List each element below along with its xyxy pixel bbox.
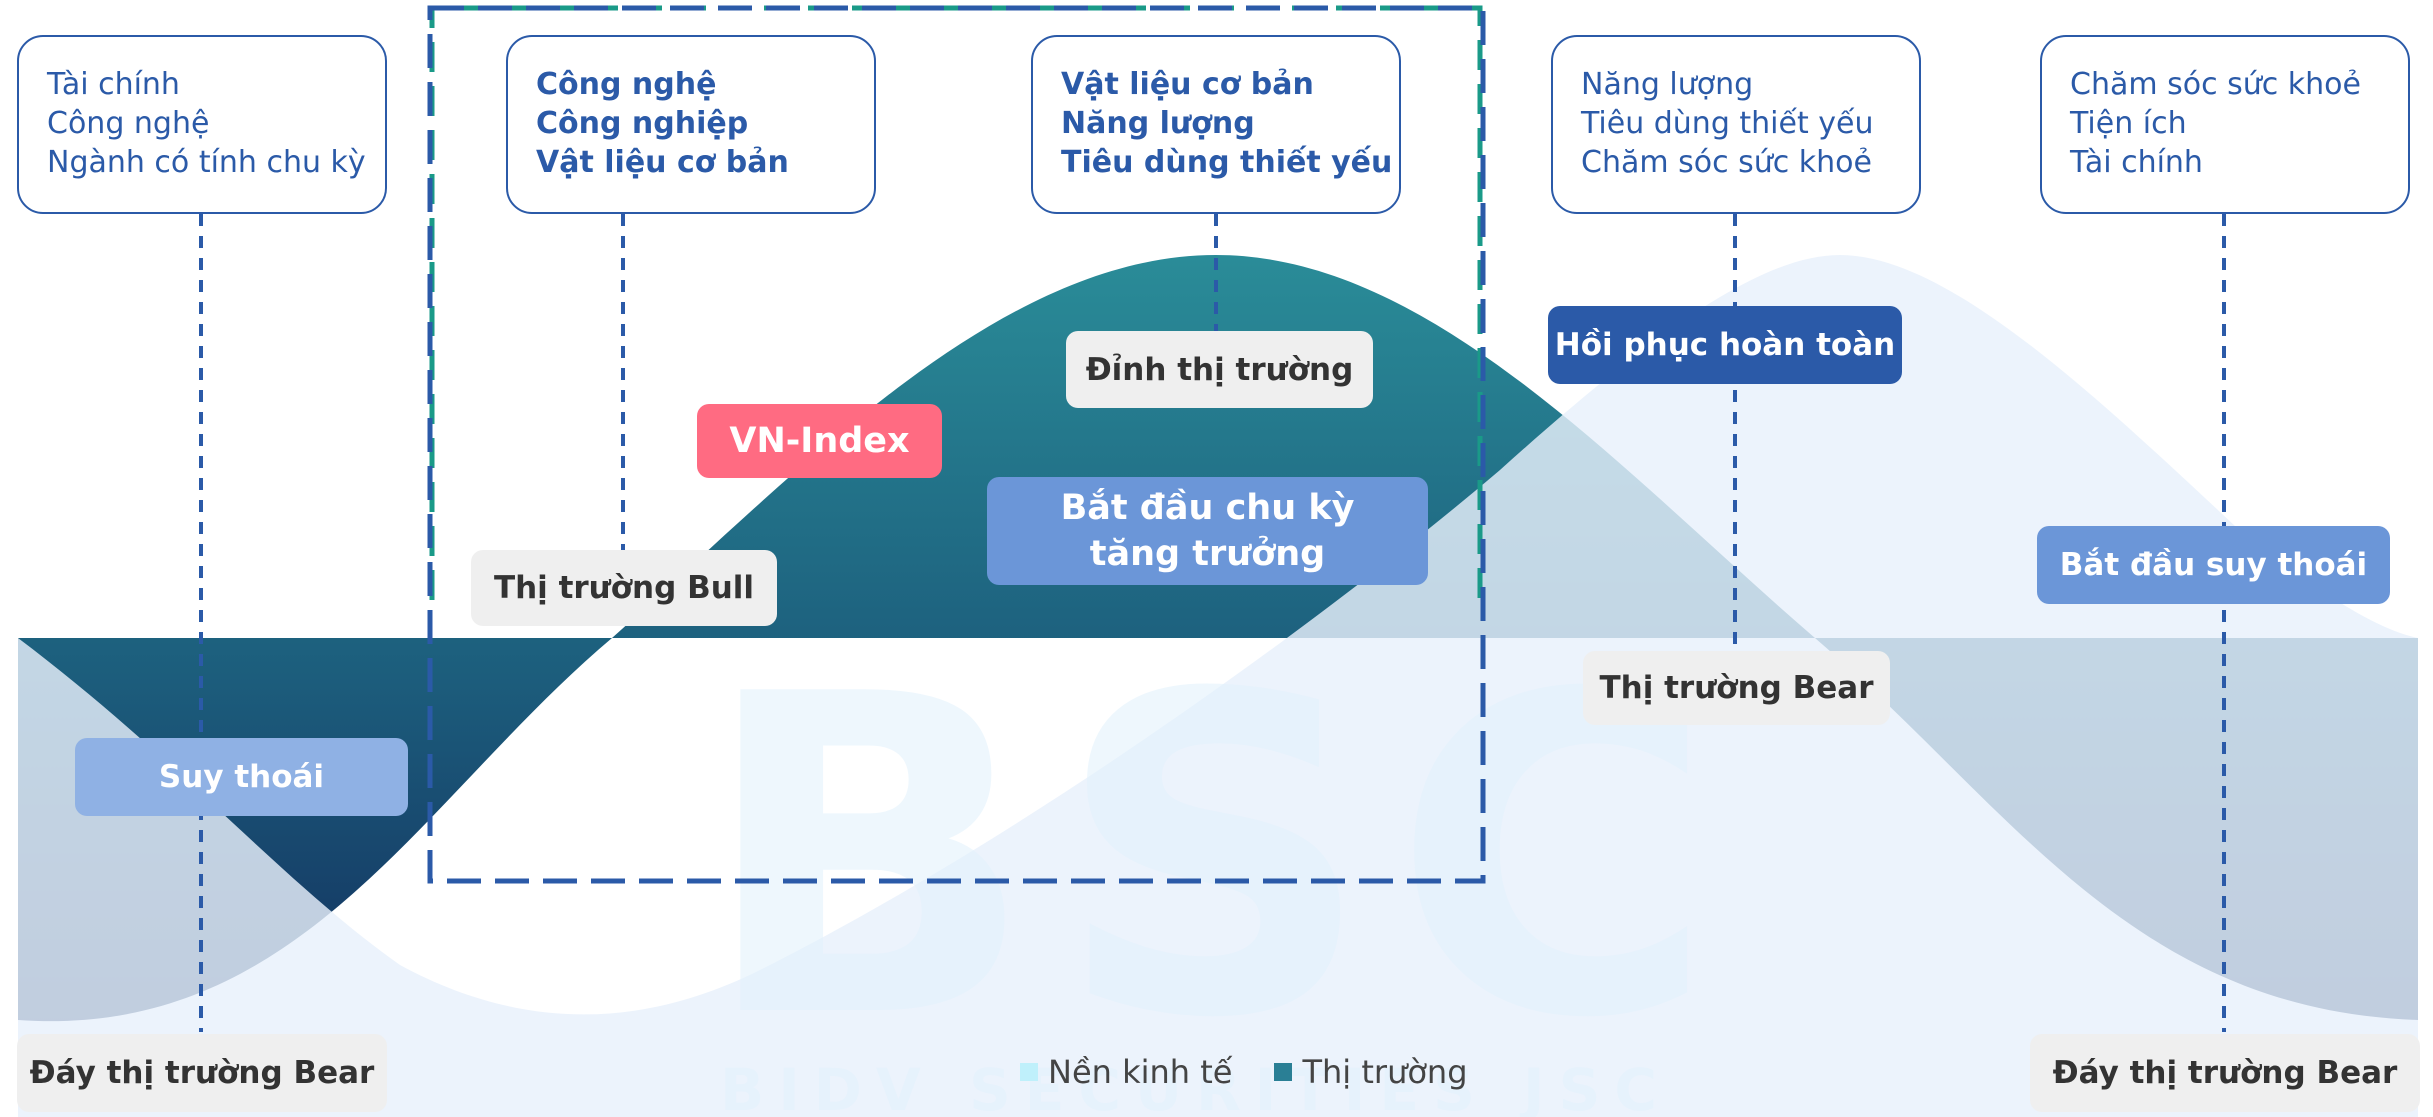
legend-swatch-economy xyxy=(1020,1063,1038,1081)
label-bear-bottom-left: Đáy thị trường Bear xyxy=(17,1034,387,1112)
sector-box-2: Công nghệ Công nghiệp Vật liệu cơ bản xyxy=(506,35,876,214)
label-market-peak: Đỉnh thị trường xyxy=(1066,331,1373,408)
sector-box-3: Vật liệu cơ bản Năng lượng Tiêu dùng thi… xyxy=(1031,35,1401,214)
label-bear-bottom-right: Đáy thị trường Bear xyxy=(2030,1034,2420,1112)
label-full-recovery: Hồi phục hoàn toàn xyxy=(1548,306,1902,384)
legend-swatch-market xyxy=(1274,1063,1293,1081)
label-bear-market: Thị trường Bear xyxy=(1583,651,1890,725)
sector-item: Vật liệu cơ bản xyxy=(1061,67,1314,102)
label-bull-market: Thị trường Bull xyxy=(471,550,777,626)
sector-item: Ngành có tính chu kỳ xyxy=(47,145,366,180)
sector-box-5: Chăm sóc sức khoẻ Tiện ích Tài chính xyxy=(2040,35,2410,214)
sector-item: Chăm sóc sức khoẻ xyxy=(1581,145,1872,180)
sector-box-1: Tài chính Công nghệ Ngành có tính chu kỳ xyxy=(17,35,387,214)
label-recession-start: Bắt đầu suy thoái xyxy=(2037,526,2390,604)
legend-item-market: Thị trường xyxy=(1274,1053,1468,1091)
label-growth-start: Bắt đầu chu kỳ tăng trưởng xyxy=(987,477,1428,585)
sector-item: Công nghiệp xyxy=(536,106,749,141)
legend: Nền kinh tế Thị trường xyxy=(1020,1050,1468,1094)
label-recession: Suy thoái xyxy=(75,738,408,816)
bsc-watermark-logo: BSC xyxy=(700,602,1735,1114)
sector-item: Vật liệu cơ bản xyxy=(536,145,789,180)
sector-item: Tiêu dùng thiết yếu xyxy=(1061,145,1393,180)
sector-item: Công nghệ xyxy=(536,67,717,102)
sector-item: Năng lượng xyxy=(1581,67,1754,102)
legend-label: Thị trường xyxy=(1302,1053,1468,1091)
sector-item: Tài chính xyxy=(47,67,180,102)
bsc-watermark-caption: BIDV SECURITIES JSC xyxy=(720,1056,1671,1117)
sector-item: Công nghệ xyxy=(47,106,210,141)
sector-item: Tiêu dùng thiết yếu xyxy=(1581,106,1874,141)
sector-item: Tiện ích xyxy=(2070,106,2187,141)
label-vn-index: VN-Index xyxy=(697,404,942,478)
sector-box-4: Năng lượng Tiêu dùng thiết yếu Chăm sóc … xyxy=(1551,35,1921,214)
sector-item: Năng lượng xyxy=(1061,106,1255,141)
sector-item: Tài chính xyxy=(2070,145,2203,180)
focus-frame xyxy=(427,5,1486,884)
highlight-frame xyxy=(429,5,1483,600)
legend-label: Nền kinh tế xyxy=(1048,1053,1233,1091)
economy-wave xyxy=(18,255,2418,1117)
legend-item-economy: Nền kinh tế xyxy=(1020,1053,1232,1091)
bsc-watermark: BSC BIDV SECURITIES JSC xyxy=(700,602,1735,1117)
sector-item: Chăm sóc sức khoẻ xyxy=(2070,67,2361,102)
